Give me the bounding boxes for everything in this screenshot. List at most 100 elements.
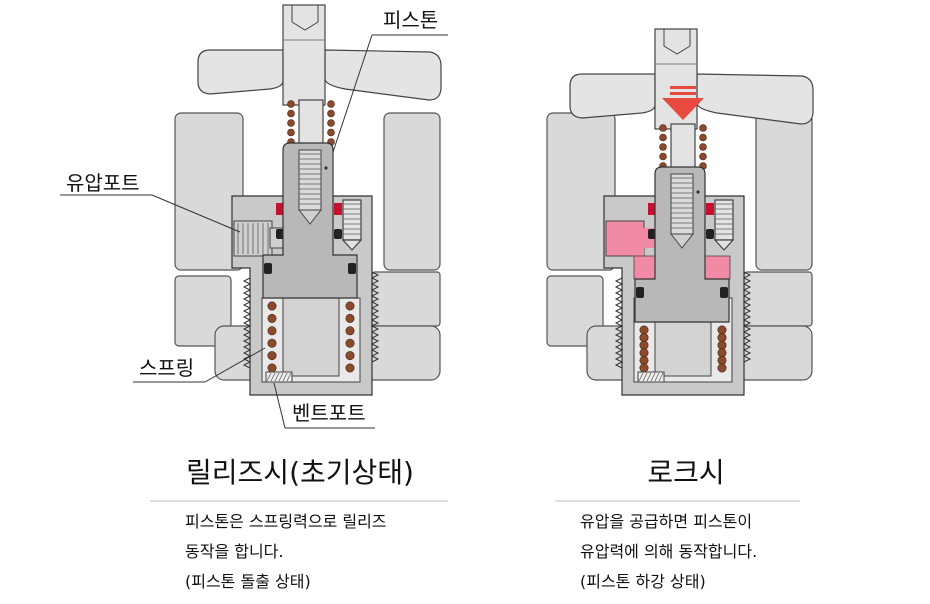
vent-port-hatch (658, 372, 664, 382)
pressure-arrow-bar (670, 92, 696, 95)
vent-port (265, 371, 293, 383)
vent-port-hatch (654, 372, 660, 382)
return-spring-coil (345, 313, 355, 323)
o-ring-flange-left (264, 263, 272, 274)
return-spring-coil (717, 325, 727, 335)
o-ring-flange-left (636, 287, 644, 298)
vent-port-hatch (646, 372, 652, 382)
return-spring-coil (267, 313, 277, 323)
piston-vent-hole (324, 166, 328, 170)
upper-spring-coil (287, 100, 295, 108)
fixture-block-right (755, 112, 813, 271)
handle-arm-right (324, 49, 442, 101)
upper-spring-coil (327, 100, 335, 108)
return-spring-coil (639, 333, 649, 343)
piston-rod (670, 123, 696, 175)
spring-callout-leader (204, 347, 266, 383)
vent-port-hatch (642, 372, 648, 382)
o-ring-flange-right (348, 263, 356, 274)
return-spring-coil (639, 363, 649, 373)
vent-port-hatch (278, 372, 284, 382)
return-spring-coil (717, 355, 727, 365)
piston-bore-tip (297, 209, 323, 225)
o-ring-upper-right (706, 229, 714, 239)
return-spring-coil (345, 363, 355, 373)
return-spring-coil (345, 351, 355, 361)
spring-label: 스프링 (139, 356, 195, 380)
return-spring-coil (267, 338, 277, 348)
o-ring-flange-right (720, 287, 728, 298)
vent-callout-leader (273, 382, 286, 429)
oil-passage (634, 247, 644, 257)
pressure-arrow-bar (670, 86, 696, 89)
return-spring-coil (267, 301, 277, 311)
hex-socket (291, 5, 319, 31)
return-spring-coil (345, 301, 355, 311)
oil-chamber-right (704, 255, 731, 280)
callout-leaders (60, 34, 448, 429)
o-ring-upper-right (334, 229, 342, 239)
spring-guide (654, 321, 712, 377)
upper-spring-coil (699, 152, 707, 161)
piston-assembly (569, 28, 814, 323)
body-thread-right (742, 271, 752, 363)
piston-callout-leader (332, 34, 373, 153)
seal-left (648, 203, 656, 215)
return-spring-coil (267, 363, 277, 373)
port-callout-leader (151, 194, 241, 233)
upper-spring-coil (327, 109, 335, 118)
release-line-3: (피스톤 돌출 상태) (185, 572, 311, 591)
hex-socket (663, 29, 691, 55)
fixture-plate-right (371, 271, 441, 327)
vent-port-hatch (266, 372, 272, 382)
lock-line-2: 유압력에 의해 동작합니다. (580, 542, 758, 561)
vent-port-hatch (650, 372, 656, 382)
return-spring-coil (267, 326, 277, 336)
vent-port-hatch (270, 372, 276, 382)
return-spring-coil (267, 351, 277, 361)
lock-line-3: (피스톤 하강 상태) (580, 572, 706, 591)
return-spring-coil (717, 363, 727, 373)
o-ring-upper-left (276, 229, 284, 239)
piston-vent-hole (696, 190, 700, 194)
body-thread-left (242, 277, 252, 369)
vent-plug-tip (341, 239, 363, 251)
return-spring-coil (345, 326, 355, 336)
upper-spring-coil (287, 119, 295, 127)
vent-port-hatch (274, 372, 280, 382)
return-spring-coil (639, 340, 649, 350)
return-spring-coil (717, 340, 727, 350)
upper-spring-coil (327, 119, 335, 127)
piston-shaft (654, 28, 698, 130)
return-spring-coil (717, 348, 727, 358)
return-spring-coil (639, 348, 649, 358)
upper-spring-coil (659, 124, 667, 132)
o-ring-upper-left (648, 229, 656, 239)
seal-left (276, 203, 284, 215)
pressure-arrow-head (662, 98, 704, 120)
handle-arm-left (569, 73, 656, 119)
upper-spring-coil (659, 152, 667, 161)
upper-spring-coil (699, 124, 707, 132)
piston-label: 피스톤 (383, 8, 439, 32)
fixture-block-right (383, 112, 441, 271)
piston-assembly (197, 4, 442, 299)
lock-line-1: 유압을 공급하면 피스톤이 (580, 512, 753, 531)
body-thread-left (614, 277, 624, 369)
release-line-2: 동작을 합니다. (185, 542, 284, 561)
release-line-1: 피스톤은 스프링력으로 릴리즈 (185, 512, 387, 531)
upper-spring-coil (287, 109, 295, 118)
pressure-arrow-icon (662, 86, 704, 120)
return-spring-coil (345, 338, 355, 348)
upper-spring-coil (287, 128, 295, 137)
handle-arm-right (696, 73, 814, 125)
upper-spring-coil (327, 128, 335, 137)
seal-right (334, 203, 342, 215)
lock-state-diagram (546, 28, 814, 396)
fixture-plate-right (743, 271, 813, 327)
return-spring-coil (639, 325, 649, 335)
seal-right (706, 203, 714, 215)
fixture-block-left (174, 112, 244, 271)
vent-port-hatch (638, 372, 644, 382)
